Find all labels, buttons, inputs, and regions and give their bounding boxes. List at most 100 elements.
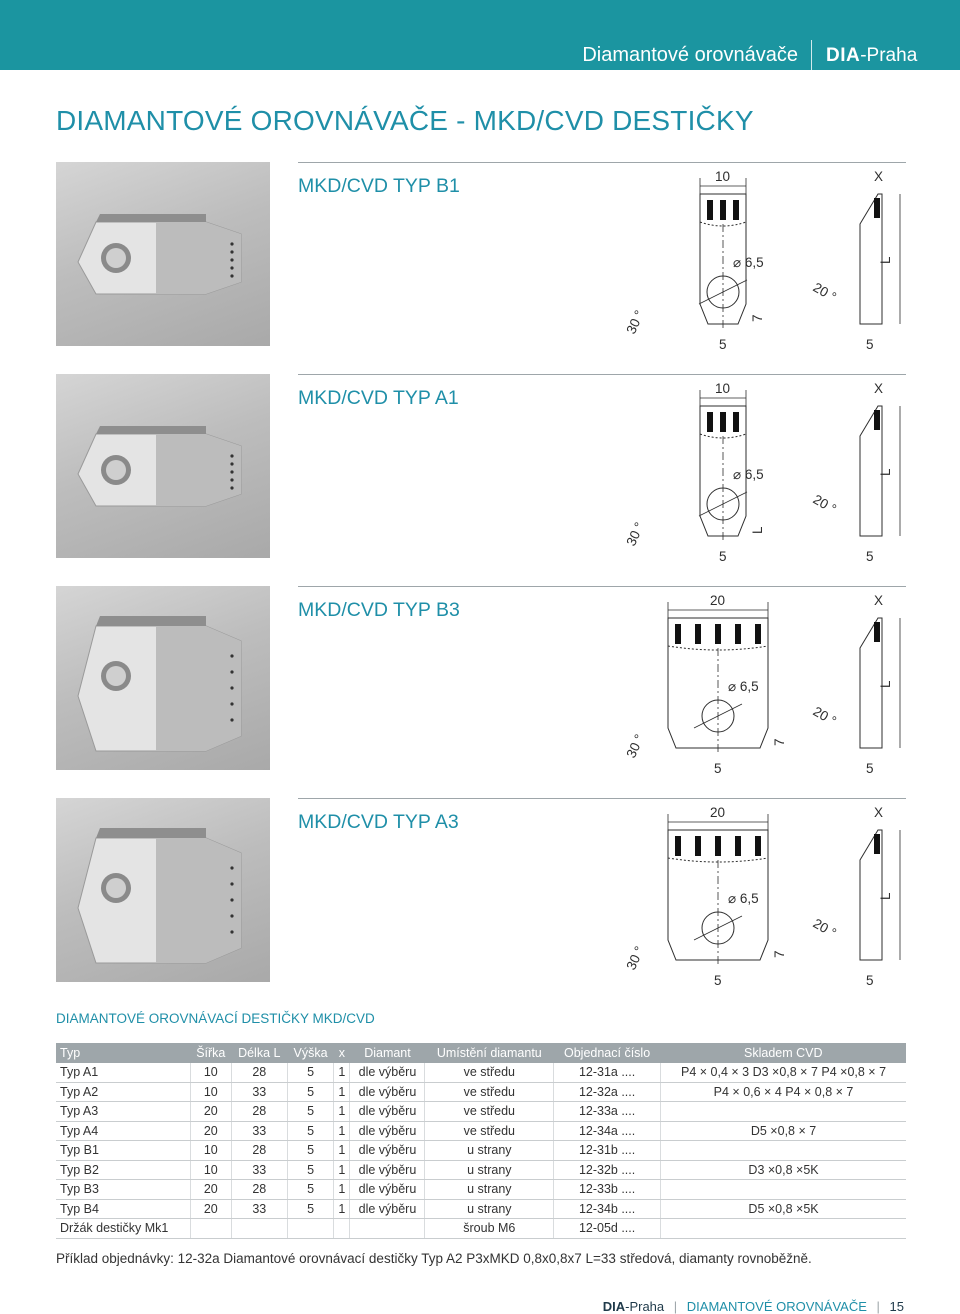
table-cell: Typ A2: [56, 1082, 191, 1102]
table-cell: D5 ×0,8 × 7: [660, 1121, 906, 1141]
hole-diameter: ⌀ 6,5: [728, 891, 759, 906]
bottom-dimension-right: 5: [866, 337, 874, 352]
table-cell: u strany: [424, 1140, 555, 1161]
table-cell: 1: [333, 1121, 351, 1141]
column-header: Typ: [56, 1043, 191, 1063]
footer-logo: DIA-Praha: [602, 1299, 665, 1314]
table-cell: 28: [231, 1140, 288, 1161]
table-cell: 5: [287, 1101, 335, 1122]
table-cell: [349, 1218, 426, 1239]
table-cell: dle výběru: [349, 1160, 426, 1180]
table-cell: 10: [190, 1160, 232, 1180]
side-angle: 20 °: [811, 280, 839, 305]
table-cell: 1: [333, 1160, 351, 1180]
bottom-dimension-right: 5: [866, 761, 874, 776]
bottom-dimension-left: 5: [714, 761, 722, 776]
tip-angle: 30 °: [623, 732, 647, 760]
table-cell: 5: [287, 1140, 335, 1161]
table-cell: 28: [231, 1101, 288, 1122]
tip-angle: 30 °: [623, 520, 647, 548]
table-cell: u strany: [424, 1179, 555, 1200]
table-cell: P4 × 0,4 × 3 D3 ×0,8 × 7 P4 ×0,8 × 7: [660, 1063, 906, 1083]
product-photo: [56, 162, 270, 346]
part-title: MKD/CVD TYP A3: [298, 811, 459, 833]
x-dimension: X: [874, 805, 883, 820]
table-cell: 33: [231, 1082, 288, 1102]
table-cell: 12-34a ....: [553, 1121, 662, 1141]
section-rule: [298, 586, 906, 587]
section-rule: [298, 162, 906, 163]
table-cell: 28: [231, 1063, 288, 1083]
tip-angle: 30 °: [623, 308, 647, 336]
table-cell: dle výběru: [349, 1101, 426, 1122]
table-cell: 1: [333, 1101, 351, 1122]
part-title: MKD/CVD TYP A1: [298, 387, 459, 409]
header-divider: [811, 40, 812, 70]
table-cell: Typ B3: [56, 1179, 191, 1200]
bottom-dimension-left: 5: [719, 337, 727, 352]
length-dimension: L: [878, 680, 893, 688]
table-cell: 5: [287, 1199, 335, 1219]
table-cell: 12-32b ....: [553, 1160, 662, 1180]
side-angle: 20 °: [811, 492, 839, 517]
table-cell: 33: [231, 1121, 288, 1141]
table-cell: 20: [190, 1199, 232, 1219]
length-dimension: L: [878, 256, 893, 264]
table-cell: D5 ×0,8 ×5K: [660, 1199, 906, 1219]
table-cell: 28: [231, 1179, 288, 1200]
column-header: Objednací číslo: [553, 1043, 661, 1063]
hole-diameter: ⌀ 6,5: [733, 255, 764, 270]
table-cell: 20: [190, 1179, 232, 1200]
table-cell: Typ A1: [56, 1063, 191, 1083]
table-cell: 1: [333, 1199, 351, 1219]
table-cell: 12-31b ....: [553, 1140, 662, 1161]
footer-section: DIAMANTOVÉ OROVNÁVAČE: [686, 1299, 867, 1314]
table-cell: dle výběru: [349, 1082, 426, 1102]
table-cell: 10: [190, 1063, 232, 1083]
table-cell: 12-05d ....: [553, 1218, 662, 1239]
width-dimension: 10: [715, 169, 730, 184]
length-dimension: L: [878, 892, 893, 900]
table-cell: 12-33a ....: [553, 1101, 662, 1122]
table-cell: ve středu: [424, 1063, 555, 1083]
page-number: 15: [889, 1299, 904, 1314]
table-cell: šroub M6: [424, 1218, 555, 1239]
length-dimension: L: [878, 468, 893, 476]
table-cell: 1: [333, 1082, 351, 1102]
table-cell: 5: [287, 1121, 335, 1141]
column-header: Umístění diamantu: [424, 1043, 554, 1063]
table-cell: dle výběru: [349, 1199, 426, 1219]
tip-angle: 30 °: [623, 944, 647, 972]
table-cell: dle výběru: [349, 1063, 426, 1083]
side-angle: 20 °: [811, 704, 839, 729]
page-title: DIAMANTOVÉ OROVNÁVAČE - MKD/CVD DESTIČKY: [56, 105, 754, 136]
column-header: Výška: [287, 1043, 334, 1063]
table-cell: 5: [287, 1082, 335, 1102]
table-cell: Typ A3: [56, 1101, 191, 1122]
product-photo: [56, 374, 270, 558]
product-photo: [56, 586, 270, 770]
side-angle: 20 °: [811, 916, 839, 941]
table-cell: [660, 1140, 906, 1161]
table-cell: 33: [231, 1199, 288, 1219]
x-dimension: X: [874, 593, 883, 608]
table-cell: [190, 1218, 232, 1239]
bottom-dimension-left: 5: [714, 973, 722, 988]
part-title: MKD/CVD TYP B3: [298, 599, 460, 621]
table-cell: 10: [190, 1082, 232, 1102]
bottom-dimension-right: 5: [866, 549, 874, 564]
column-header: x: [333, 1043, 350, 1063]
column-header: Diamant: [349, 1043, 425, 1063]
table-cell: [660, 1179, 906, 1200]
table-cell: 20: [190, 1121, 232, 1141]
